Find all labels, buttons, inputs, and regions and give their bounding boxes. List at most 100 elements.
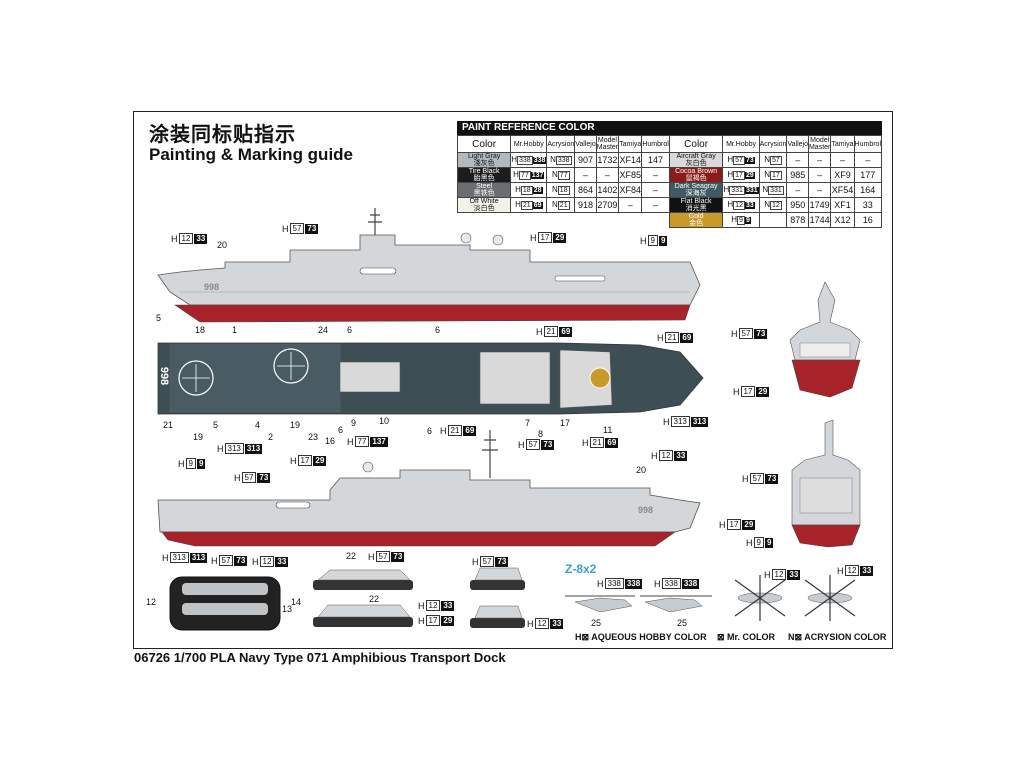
part-number: 6 — [435, 325, 441, 335]
paint-col-header: Model Master — [595, 135, 620, 153]
paint-code-mm: 1744 — [807, 212, 832, 228]
part-number: 9 — [351, 418, 357, 428]
title-chinese: 涂装同标贴指示 — [149, 122, 296, 146]
part-number: 18 — [195, 325, 206, 335]
part-number: 2 — [268, 432, 274, 442]
part-number: 20 — [217, 240, 228, 250]
part-number: 10 — [379, 416, 390, 426]
part-number: 17 — [560, 418, 571, 428]
part-number: 5 — [156, 313, 162, 323]
part-number: 6 — [347, 325, 353, 335]
hovercraft-top — [169, 576, 281, 631]
paint-col-header: Acrysion — [546, 135, 576, 153]
part-number: 23 — [308, 432, 319, 442]
legend-hobby: H⊠ AQUEOUS HOBBY COLOR — [575, 632, 707, 642]
part-number: 13 — [282, 604, 293, 614]
part-number: 21 — [163, 420, 174, 430]
part-number: 20 — [636, 465, 647, 475]
part-number: 24 — [318, 325, 329, 335]
part-number: 7 — [525, 418, 531, 428]
title-english: Painting & Marking guide — [149, 145, 354, 164]
paint-reference-heading: PAINT REFERENCE COLOR — [457, 121, 882, 135]
paint-code-tamiya: X12 — [830, 212, 855, 228]
part-number: 4 — [255, 420, 261, 430]
part-number: 25 — [591, 618, 602, 628]
part-number: 1 — [232, 325, 238, 335]
paint-col-header: Mr.Hobby — [510, 135, 548, 153]
helicopter-top-1 — [734, 575, 786, 621]
part-number: 19 — [193, 432, 204, 442]
helicopter-side-1 — [565, 595, 635, 613]
helicopter-top-2 — [804, 575, 856, 621]
hull-number-deck: 998 — [158, 366, 171, 386]
paint-code-humbrol: 16 — [853, 212, 883, 228]
part-number: 19 — [290, 420, 301, 430]
paint-code-humbrol: – — [641, 197, 670, 213]
side-profile-bottom — [157, 430, 701, 547]
side-profile-top — [157, 208, 701, 323]
footer-title: 06726 1/700 PLA Navy Type 071 Amphibious… — [134, 650, 506, 665]
part-number: 12 — [146, 597, 157, 607]
part-number: 14 — [291, 597, 302, 607]
acrysion-code — [758, 212, 788, 228]
part-number: 8 — [538, 429, 544, 439]
paint-code-mm: 2709 — [595, 197, 620, 213]
part-number: 22 — [346, 551, 357, 561]
hull-number-top: 998 — [204, 282, 220, 292]
legend-acrysion: N⊠ ACRYSION COLOR — [788, 632, 887, 642]
front-view-bow — [789, 281, 861, 398]
helicopter-label: Z-8x2 — [565, 562, 597, 576]
paint-code-mm: – — [807, 152, 832, 168]
helicopter-side-2 — [640, 595, 712, 613]
part-number: 5 — [213, 420, 219, 430]
